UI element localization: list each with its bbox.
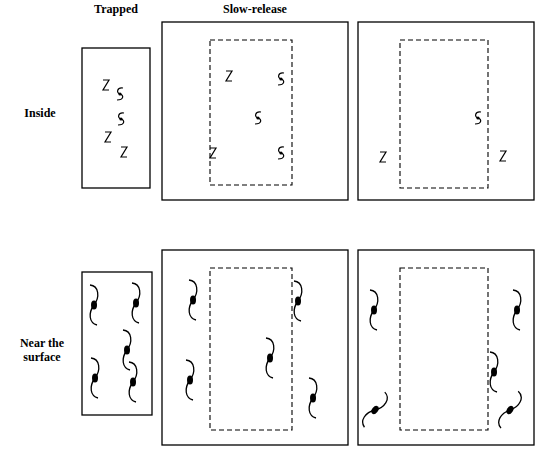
original-outline (210, 40, 488, 430)
inside-molecules (103, 71, 506, 162)
release-box (162, 250, 348, 445)
column-header: Slow-release (195, 2, 315, 16)
surface-molecules (90, 280, 525, 429)
dashed-outline (210, 268, 292, 430)
trapped-box (82, 48, 150, 188)
column-header: Trapped (76, 2, 156, 16)
release-box (358, 22, 534, 200)
row-label: Near the surface (7, 336, 77, 364)
dashed-outline (400, 268, 488, 430)
frames (82, 22, 534, 445)
release-box (162, 22, 348, 200)
trapped-box (82, 272, 152, 415)
dashed-outline (210, 40, 292, 185)
release-box (358, 250, 534, 445)
dashed-outline (400, 40, 488, 188)
row-label: Inside (5, 106, 75, 120)
